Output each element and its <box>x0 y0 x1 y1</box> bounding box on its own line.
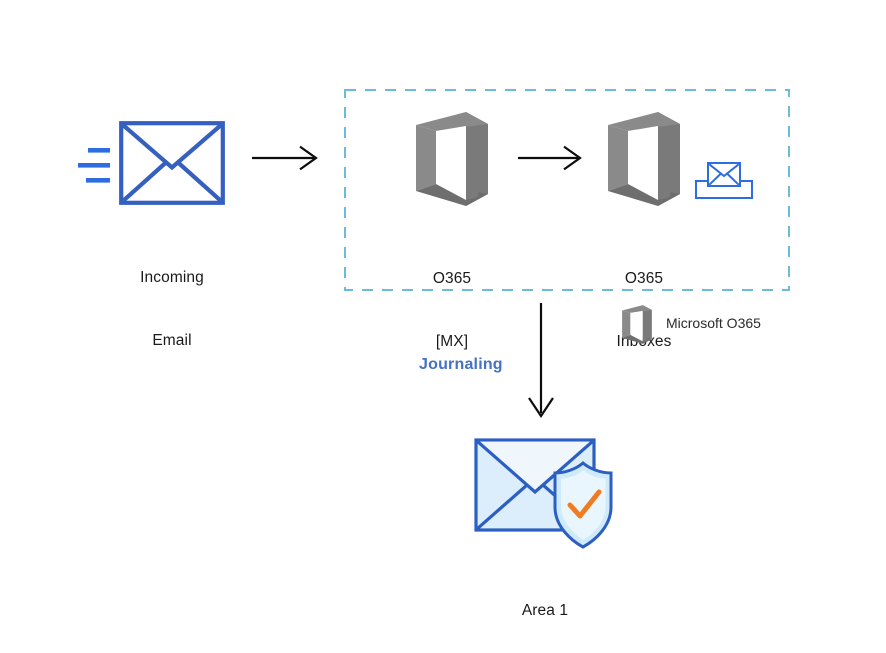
arrow-down-icon <box>528 303 554 418</box>
connector-incoming-to-mx <box>252 143 322 173</box>
area1-shielded-envelope <box>472 435 638 551</box>
area1-label-line1: Area 1 <box>521 602 569 619</box>
connector-mx-to-inboxes <box>518 143 586 173</box>
area1-label: Area 1 email security <box>465 558 625 653</box>
o365-mx-label-line1: O365 <box>432 270 472 287</box>
o365-mx-label: O365 [MX] <box>372 226 532 394</box>
journaling-label: Journaling <box>419 356 503 373</box>
speed-lines-icon <box>78 148 110 183</box>
office365-logo-icon <box>608 112 680 206</box>
incoming-email-speed-lines <box>76 145 116 185</box>
arrow-right-icon <box>518 145 582 171</box>
incoming-email-label: Incoming Email <box>92 225 252 393</box>
envelope-icon <box>119 121 225 205</box>
o365-inboxes-badge <box>694 159 754 201</box>
microsoft-o365-zone <box>344 89 790 291</box>
legend-o365-icon-wrap <box>618 303 656 346</box>
incoming-email-label-line1: Incoming <box>140 269 204 286</box>
incoming-email-envelope <box>119 121 225 205</box>
o365-mx-label-line2: [MX] <box>435 333 469 350</box>
zone-dashed-border <box>344 89 790 291</box>
office365-logo-icon <box>622 305 652 344</box>
inbox-tray-envelope-icon <box>695 162 753 199</box>
o365-mx-logo <box>406 108 498 210</box>
o365-inboxes-label-line1: O365 <box>624 270 664 287</box>
office365-logo-icon <box>416 112 488 206</box>
o365-inboxes-logo <box>598 108 690 210</box>
legend-label: Microsoft O365 <box>666 315 761 331</box>
incoming-email-label-line2: Email <box>152 332 192 349</box>
shielded-envelope-icon <box>474 438 613 549</box>
connector-inboxes-to-area1 <box>524 303 558 421</box>
arrow-right-icon <box>252 145 318 171</box>
